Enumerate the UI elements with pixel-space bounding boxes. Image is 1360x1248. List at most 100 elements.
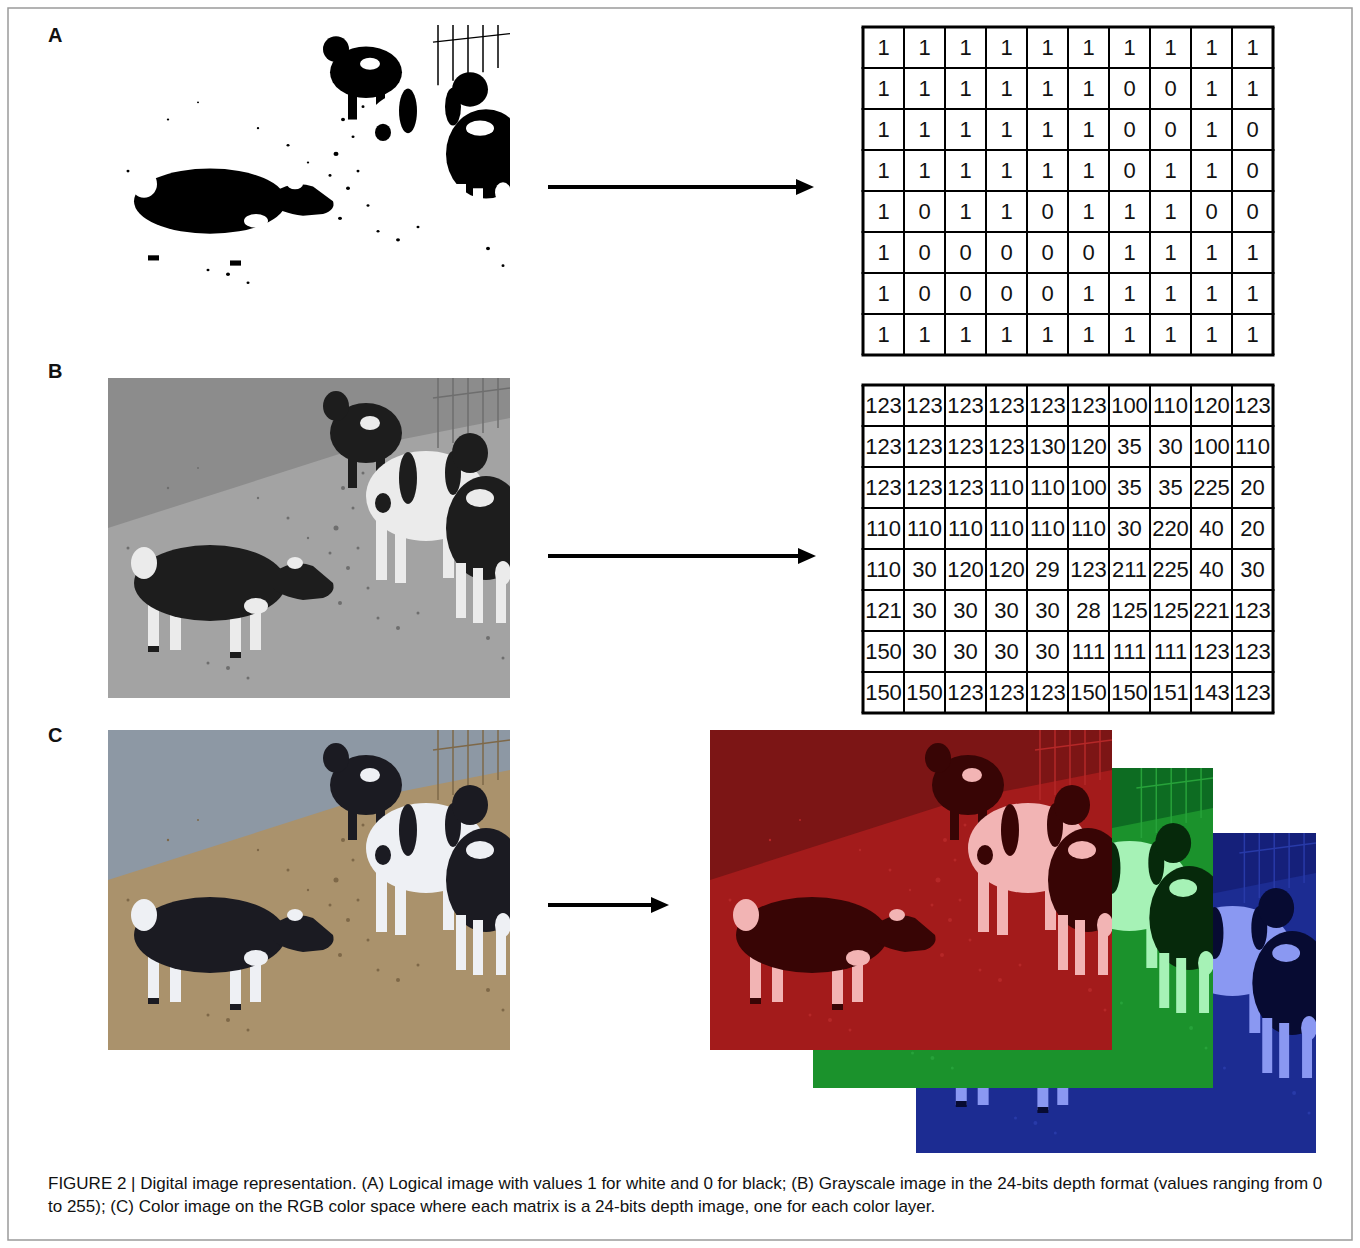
matrix-cell: 123 <box>863 385 904 426</box>
matrix-cell: 123 <box>904 385 945 426</box>
matrix-cell: 220 <box>1150 508 1191 549</box>
color-image <box>108 730 526 1050</box>
matrix-cell: 143 <box>1191 672 1232 713</box>
matrix-cell: 125 <box>1109 590 1150 631</box>
matrix-cell: 1 <box>986 27 1027 68</box>
figure-frame <box>8 8 1352 1240</box>
matrix-cell: 123 <box>1232 672 1273 713</box>
matrix-cell: 1 <box>945 109 986 150</box>
matrix-cell: 1 <box>1150 27 1191 68</box>
matrix-cell: 1 <box>1068 314 1109 355</box>
grid-line <box>862 149 1275 151</box>
grid-line <box>862 231 1275 233</box>
matrix-cell: 1 <box>904 27 945 68</box>
matrix-cell: 0 <box>904 232 945 273</box>
matrix-cell: 35 <box>1150 467 1191 508</box>
matrix-cell: 125 <box>1150 590 1191 631</box>
matrix-cell: 150 <box>863 672 904 713</box>
matrix-cell: 120 <box>986 549 1027 590</box>
matrix-cell: 1 <box>904 68 945 109</box>
matrix-cell: 1 <box>1191 273 1232 314</box>
matrix-cell: 1 <box>1191 150 1232 191</box>
matrix-cell: 1 <box>863 150 904 191</box>
matrix-cell: 0 <box>1109 150 1150 191</box>
matrix-cell: 0 <box>986 273 1027 314</box>
matrix-cell: 110 <box>1027 467 1068 508</box>
matrix-cell: 30 <box>1109 508 1150 549</box>
matrix-cell: 110 <box>1150 385 1191 426</box>
grid-line <box>862 548 1275 550</box>
matrix-cell: 1 <box>863 191 904 232</box>
matrix-cell: 225 <box>1191 467 1232 508</box>
matrix-cell: 151 <box>1150 672 1191 713</box>
grid-line <box>862 384 1275 387</box>
matrix-cell: 123 <box>945 385 986 426</box>
matrix-cell: 123 <box>904 467 945 508</box>
matrix-cell: 110 <box>1232 426 1273 467</box>
matrix-cell: 1 <box>1109 273 1150 314</box>
matrix-cell: 123 <box>986 672 1027 713</box>
matrix-cell: 1 <box>1150 273 1191 314</box>
matrix-cell: 30 <box>1027 590 1068 631</box>
matrix-cell: 123 <box>945 426 986 467</box>
matrix-cell: 1 <box>863 27 904 68</box>
matrix-cell: 40 <box>1191 549 1232 590</box>
matrix-cell: 120 <box>945 549 986 590</box>
matrix-cell: 1 <box>1232 68 1273 109</box>
matrix-cell: 0 <box>1109 68 1150 109</box>
matrix-cell: 123 <box>986 426 1027 467</box>
arrow <box>548 179 816 913</box>
matrix-cell: 123 <box>986 385 1027 426</box>
matrix-cell: 1 <box>1150 150 1191 191</box>
matrix-cell: 1 <box>945 27 986 68</box>
matrix-cell: 1 <box>1068 109 1109 150</box>
matrix-cell: 28 <box>1068 590 1109 631</box>
matrix-cell: 1 <box>1191 68 1232 109</box>
matrix-cell: 123 <box>1232 631 1273 672</box>
matrix-cell: 30 <box>945 631 986 672</box>
grid-line <box>862 630 1275 632</box>
matrix-cell: 0 <box>1232 150 1273 191</box>
matrix-cell: 110 <box>1068 508 1109 549</box>
matrix-cell: 100 <box>1109 385 1150 426</box>
matrix-cell: 0 <box>1232 191 1273 232</box>
matrix-cell: 111 <box>1150 631 1191 672</box>
matrix-cell: 111 <box>1109 631 1150 672</box>
matrix-cell: 120 <box>1191 385 1232 426</box>
matrix-cell: 1 <box>1232 27 1273 68</box>
matrix-cell: 150 <box>904 672 945 713</box>
matrix-cell: 123 <box>904 426 945 467</box>
matrix-cell: 30 <box>1150 426 1191 467</box>
matrix-cell: 1 <box>904 314 945 355</box>
matrix-cell: 0 <box>1109 109 1150 150</box>
matrix-cell: 110 <box>1027 508 1068 549</box>
matrix-cell: 1 <box>1027 68 1068 109</box>
logical-image <box>108 25 526 300</box>
matrix-cell: 225 <box>1150 549 1191 590</box>
matrix-cell: 1 <box>1191 27 1232 68</box>
matrix-cell: 123 <box>1191 631 1232 672</box>
matrix-cell: 1 <box>986 150 1027 191</box>
matrix-cell: 123 <box>1027 672 1068 713</box>
matrix-cell: 1 <box>863 314 904 355</box>
matrix-cell: 1 <box>863 68 904 109</box>
matrix-cell: 1 <box>945 150 986 191</box>
matrix-cell: 30 <box>904 590 945 631</box>
matrix-cell: 110 <box>986 467 1027 508</box>
matrix-cell: 30 <box>986 631 1027 672</box>
matrix-cell: 150 <box>1068 672 1109 713</box>
grid-line <box>862 108 1275 110</box>
matrix-cell: 1 <box>904 150 945 191</box>
matrix-cell: 29 <box>1027 549 1068 590</box>
matrix-cell: 0 <box>904 273 945 314</box>
matrix-cell: 0 <box>1150 68 1191 109</box>
matrix-cell: 1 <box>1068 191 1109 232</box>
matrix-cell: 111 <box>1068 631 1109 672</box>
grid-line <box>862 671 1275 673</box>
matrix-cell: 1 <box>1109 314 1150 355</box>
grid-line <box>862 589 1275 591</box>
matrix-cell: 120 <box>1068 426 1109 467</box>
matrix-cell: 1 <box>1109 191 1150 232</box>
matrix-cell: 1 <box>1027 150 1068 191</box>
